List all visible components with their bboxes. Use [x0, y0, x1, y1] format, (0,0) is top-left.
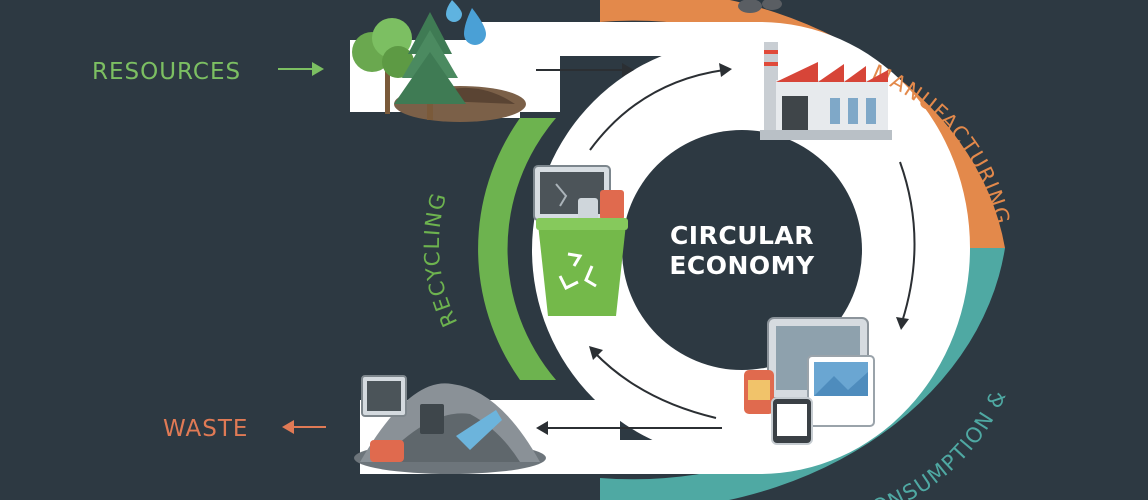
factory-icon — [738, 0, 892, 140]
center-title-line2: ECONOMY — [669, 251, 815, 280]
waste-arrow — [282, 420, 326, 434]
resources-arrow — [278, 62, 324, 76]
resources-label: RESOURCES — [92, 59, 241, 85]
devices-icon — [744, 317, 875, 445]
recycle-bin-icon — [533, 165, 628, 316]
arrow-manufacturing-to-consumption — [899, 161, 916, 323]
arrow-heads — [536, 63, 909, 435]
recycling-ring — [478, 118, 556, 380]
center-circle — [622, 130, 862, 370]
center-title-line1: CIRCULAR — [670, 221, 814, 250]
arrow-recycling-to-manufacturing — [589, 69, 725, 151]
waste-label: WASTE — [163, 416, 248, 442]
waste-pile-icon — [354, 375, 546, 474]
cycle-arrows — [536, 69, 916, 429]
water-drops-icon — [446, 0, 486, 45]
arrow-consumption-to-recycling — [593, 351, 717, 419]
trees-and-soil-icon — [352, 12, 526, 122]
